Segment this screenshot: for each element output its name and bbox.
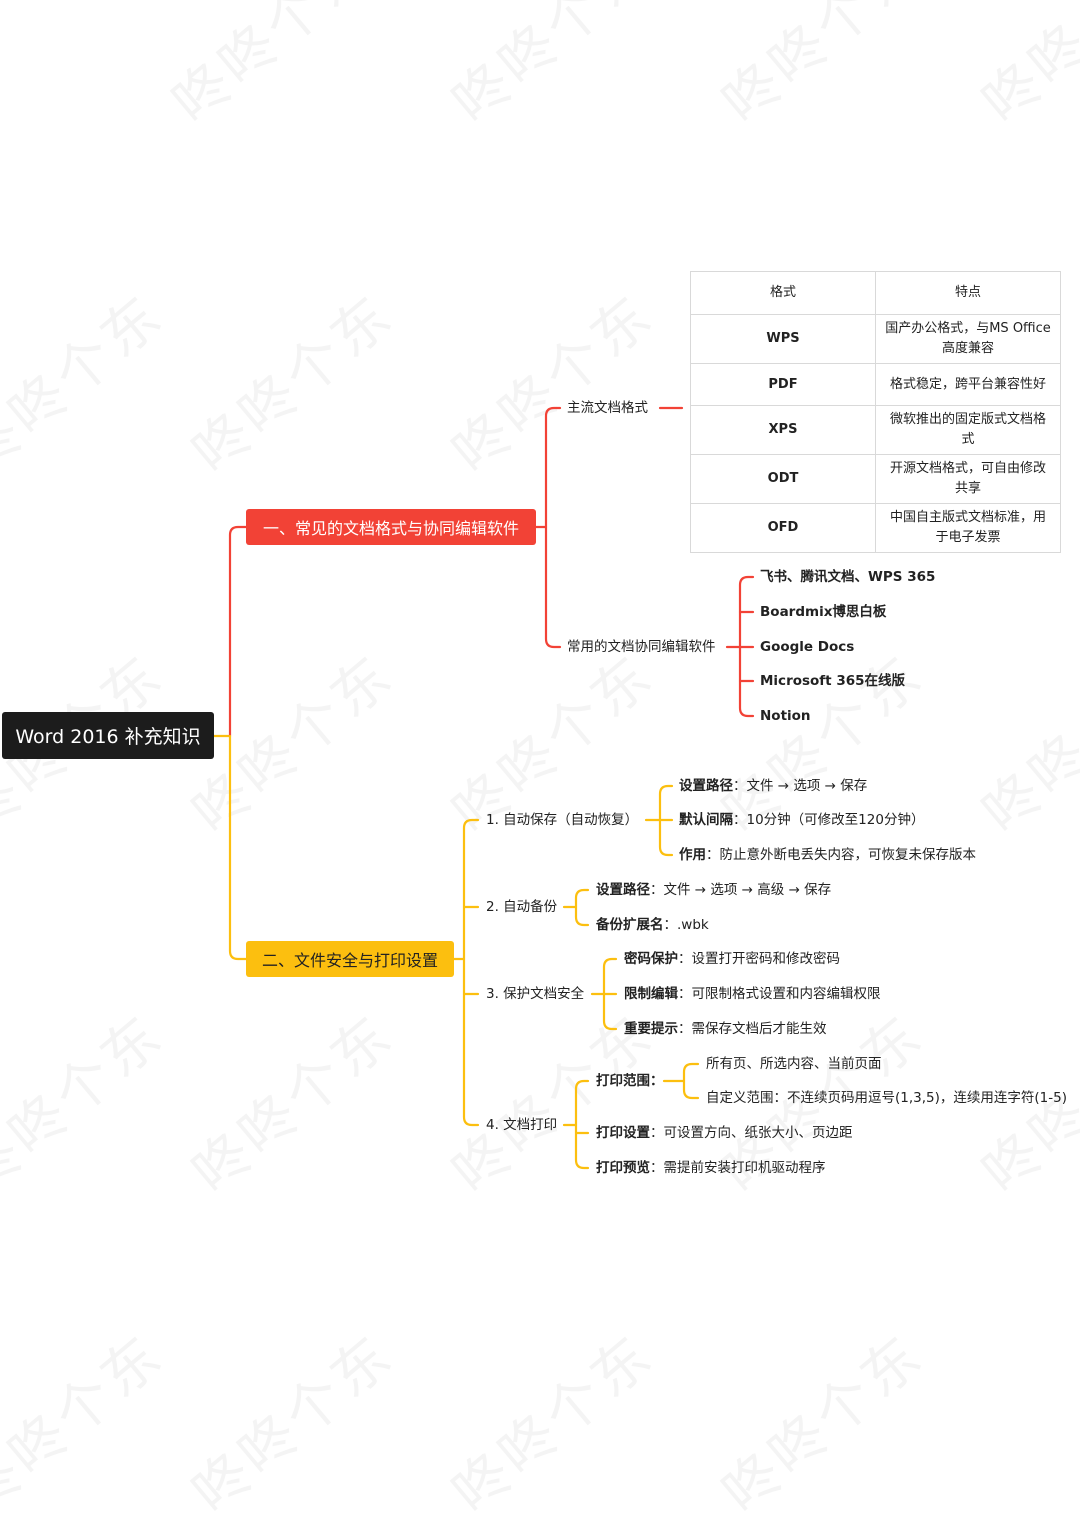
watermark: 咚咚个东 — [172, 992, 408, 1208]
branch-title: 一、常见的文档格式与协同编辑软件 — [262, 519, 519, 538]
table-header: 格式 — [690, 271, 876, 315]
feature-cell: 国产办公格式，与MS Office高度兼容 — [875, 314, 1061, 364]
formats-table: 格式 特点 WPS 国产办公格式，与MS Office高度兼容 PDF 格式稳定… — [690, 271, 1061, 553]
leaf-key: 备份扩展名 — [596, 917, 664, 933]
node-autosave[interactable]: 1. 自动保存（自动恢复） — [486, 812, 639, 828]
table-header: 特点 — [875, 271, 1061, 315]
table-row: OFD 中国自主版式文档标准，用于电子发票 — [690, 503, 1061, 553]
node-autobackup[interactable]: 2. 自动备份 — [486, 899, 558, 915]
leaf-value: ：10分钟（可修改至120分钟） — [733, 812, 925, 828]
leaf-node[interactable]: 自定义范围：不连续页码用逗号(1,3,5)，连续用连字符(1-5) — [706, 1090, 1067, 1106]
feature-cell: 格式稳定，跨平台兼容性好 — [875, 363, 1061, 406]
leaf-key: 重要提示 — [624, 1021, 678, 1037]
leaf-key: 默认间隔 — [679, 812, 733, 828]
watermark: 咚咚个东 — [172, 1312, 408, 1528]
feature-cell: 微软推出的固定版式文档格式 — [875, 405, 1061, 455]
watermark: 咚咚个东 — [432, 0, 668, 139]
branch-title: 二、文件安全与打印设置 — [261, 951, 438, 970]
leaf-key: 打印预览 — [596, 1160, 650, 1176]
leaf-key: 限制编辑 — [624, 986, 678, 1002]
format-cell: WPS — [690, 314, 876, 364]
leaf-value: ：设置打开密码和修改密码 — [678, 951, 840, 967]
leaf-value: ：文件 → 选项 → 保存 — [733, 778, 868, 794]
leaf-node[interactable]: 重要提示：需保存文档后才能生效 — [624, 1020, 827, 1038]
watermark: 咚咚个东 — [702, 1312, 938, 1528]
watermark: 咚咚个东 — [432, 272, 668, 488]
leaf-key: 打印范围： — [596, 1073, 664, 1089]
leaf-node[interactable]: 设置路径：文件 → 选项 → 保存 — [679, 777, 867, 795]
leaf-value: ：需保存文档后才能生效 — [678, 1021, 827, 1037]
leaf-value: ：.wbk — [663, 917, 709, 933]
leaf-key: 设置路径 — [596, 882, 650, 898]
root-title: Word 2016 补充知识 — [15, 726, 201, 748]
node-doc-print[interactable]: 4. 文档打印 — [486, 1117, 558, 1133]
format-cell: OFD — [690, 503, 876, 553]
leaf-node[interactable]: 密码保护：设置打开密码和修改密码 — [624, 950, 840, 968]
software-item[interactable]: Boardmix博思白板 — [760, 604, 887, 620]
software-item[interactable]: 飞书、腾讯文档、WPS 365 — [760, 569, 936, 585]
feature-cell: 开源文档格式，可自由修改共享 — [875, 454, 1061, 504]
watermark: 咚咚个东 — [0, 992, 178, 1208]
node-collab-software[interactable]: 常用的文档协同编辑软件 — [567, 639, 716, 655]
node-protect-doc[interactable]: 3. 保护文档安全 — [486, 986, 585, 1002]
feature-cell: 中国自主版式文档标准，用于电子发票 — [875, 503, 1061, 553]
table-row: PDF 格式稳定，跨平台兼容性好 — [690, 363, 1061, 406]
watermark: 咚咚个东 — [432, 1312, 668, 1528]
node-mainstream-formats[interactable]: 主流文档格式 — [567, 400, 648, 416]
watermark: 咚咚个东 — [152, 0, 388, 139]
watermark: 咚咚个东 — [962, 632, 1080, 848]
software-item[interactable]: Microsoft 365在线版 — [760, 673, 906, 689]
software-item[interactable]: Google Docs — [760, 639, 855, 655]
table-row: XPS 微软推出的固定版式文档格式 — [690, 405, 1061, 455]
watermark: 咚咚个东 — [702, 0, 938, 139]
watermark: 咚咚个东 — [172, 272, 408, 488]
table-row: ODT 开源文档格式，可自由修改共享 — [690, 454, 1061, 504]
leaf-node[interactable]: 设置路径：文件 → 选项 → 高级 → 保存 — [596, 881, 831, 899]
watermark: 咚咚个东 — [0, 1312, 178, 1528]
leaf-node[interactable]: 默认间隔：10分钟（可修改至120分钟） — [679, 811, 924, 829]
leaf-key: 密码保护 — [624, 951, 678, 967]
leaf-value: ：需提前安装打印机驱动程序 — [650, 1160, 826, 1176]
leaf-node[interactable]: 备份扩展名：.wbk — [596, 916, 709, 934]
software-item[interactable]: Notion — [760, 708, 811, 724]
leaf-key: 设置路径 — [679, 778, 733, 794]
leaf-value: ：文件 → 选项 → 高级 → 保存 — [650, 882, 832, 898]
table-header-row: 格式 特点 — [690, 271, 1061, 315]
leaf-node[interactable]: 所有页、所选内容、当前页面 — [706, 1056, 882, 1072]
leaf-key: 打印设置 — [596, 1125, 650, 1141]
branch-doc-formats[interactable]: 一、常见的文档格式与协同编辑软件 — [246, 509, 536, 545]
leaf-node[interactable]: 打印设置：可设置方向、纸张大小、页边距 — [596, 1124, 853, 1142]
branch-security-print[interactable]: 二、文件安全与打印设置 — [246, 941, 454, 977]
format-cell: ODT — [690, 454, 876, 504]
format-cell: XPS — [690, 405, 876, 455]
table-row: WPS 国产办公格式，与MS Office高度兼容 — [690, 314, 1061, 364]
watermark: 咚咚个东 — [962, 0, 1080, 139]
leaf-node-print-range[interactable]: 打印范围： — [596, 1072, 664, 1090]
format-cell: PDF — [690, 363, 876, 406]
leaf-value: ：可限制格式设置和内容编辑权限 — [678, 986, 881, 1002]
root-node[interactable]: Word 2016 补充知识 — [2, 712, 214, 759]
leaf-value: ：可设置方向、纸张大小、页边距 — [650, 1125, 853, 1141]
leaf-node[interactable]: 限制编辑：可限制格式设置和内容编辑权限 — [624, 985, 881, 1003]
leaf-node[interactable]: 打印预览：需提前安装打印机驱动程序 — [596, 1159, 826, 1177]
leaf-key: 作用 — [679, 847, 706, 863]
leaf-value: ：防止意外断电丢失内容，可恢复未保存版本 — [706, 847, 976, 863]
watermark: 咚咚个东 — [0, 272, 178, 488]
leaf-node[interactable]: 作用：防止意外断电丢失内容，可恢复未保存版本 — [679, 846, 976, 864]
